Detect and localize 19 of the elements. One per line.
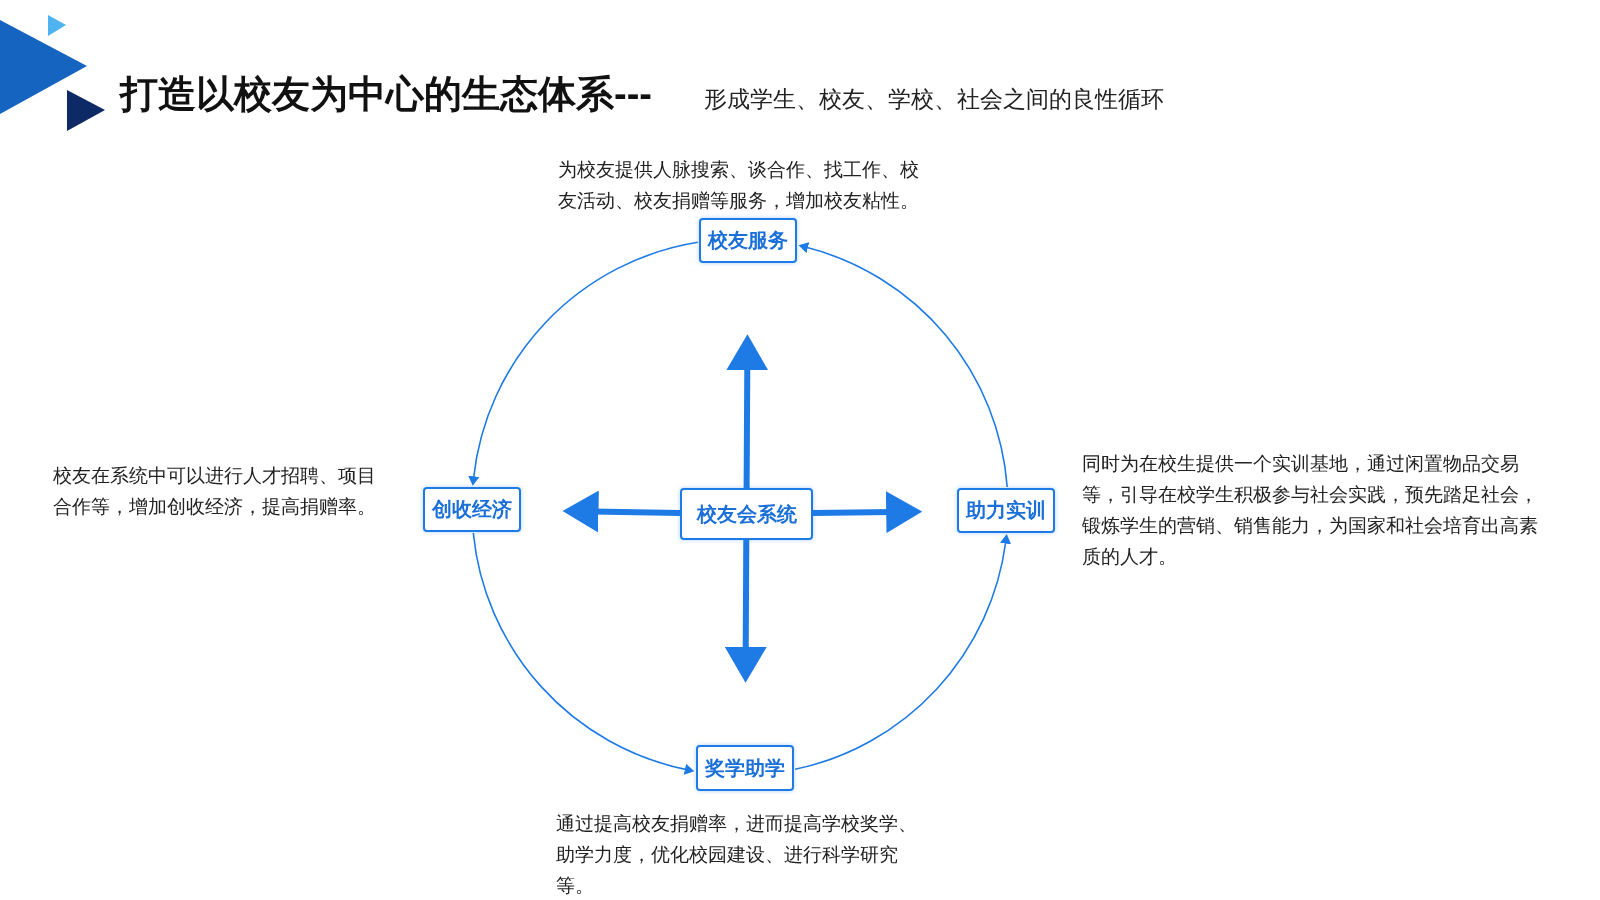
arrow (724, 539, 767, 683)
arrow (726, 334, 769, 489)
process-box: 校友会系统 (680, 488, 813, 540)
arrow (468, 241, 699, 486)
arrow (798, 242, 1008, 488)
description-text: 为校友提供人脉搜索、谈合作、找工作、校友活动、校友捐赠等服务，增加校友粘性。 (558, 158, 920, 213)
process-box: 奖学助学 (696, 745, 794, 791)
arrow (562, 490, 681, 533)
description-text: 同时为在校生提供一个实训基地，通过闲置物品交易等，引导在校学生积极参与社会实践，预先踏足社会，锻炼学生的营销、销售能力，为国家和社会培育出高素质的人才。 (1082, 452, 1539, 569)
title: 打造以校友为中心的生态体系--- (120, 72, 652, 117)
process-box: 校友服务 (699, 218, 797, 263)
process-box: 创收经济 (423, 487, 521, 532)
description-text: 通过提高校友捐赠率，进而提高学校奖学、助学力度，优化校园建设、进行科学研究等。 (556, 812, 918, 898)
arrow (812, 491, 923, 534)
process-box: 助力实训 (957, 488, 1055, 533)
subtitle: 形成学生、校友、学校、社会之间的良性循环 (704, 85, 1164, 114)
arrow (794, 534, 1011, 771)
arrow (472, 532, 695, 775)
description-text: 校友在系统中可以进行人才招聘、项目合作等，增加创收经济，提高捐赠率。 (53, 464, 377, 519)
